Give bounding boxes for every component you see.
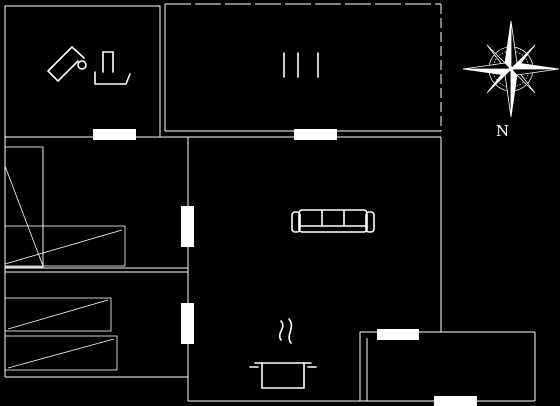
bathroom-walls [4,5,161,138]
toilet-bowl-icon [94,71,131,85]
stair-tread-b [7,338,115,369]
pantry-door [377,329,419,340]
bathroom-door [93,129,136,140]
steam-right-icon [288,318,293,344]
steam-left-icon [278,320,284,341]
sofa-left-arm [291,211,301,233]
compass-north-label: N [496,122,510,140]
pantry-walls [359,331,441,401]
bed-icon [283,52,319,78]
doors [93,129,477,406]
front-door [434,396,477,406]
stair-flight-middle [4,225,126,267]
stair-door-lower [181,303,194,344]
compass-rose-icon [462,20,560,118]
sofa-right-arm [365,211,375,233]
stairs-icon [4,146,126,371]
stair-arrow-middle [4,229,123,265]
stair-tread-a [7,299,109,330]
sofa-body [298,209,368,233]
bedroom-door [294,129,337,140]
stair-arrow-upper [4,165,44,267]
pot-body-icon [261,362,305,389]
stair-flight-upper [4,146,44,268]
stair-door-upper [181,206,194,247]
walls [4,3,536,402]
stair-flight-lower-a [4,297,112,332]
shower-head-icon [71,46,85,59]
sofa-icon [291,209,375,233]
drain-icon [77,60,87,70]
cooking-pot-icon [249,318,317,389]
bathroom-fixtures-icon [47,46,131,85]
stair-flight-lower-b [4,335,118,371]
compass-center [508,66,514,72]
shower-icon [47,46,79,82]
compass-north-point [504,20,512,70]
